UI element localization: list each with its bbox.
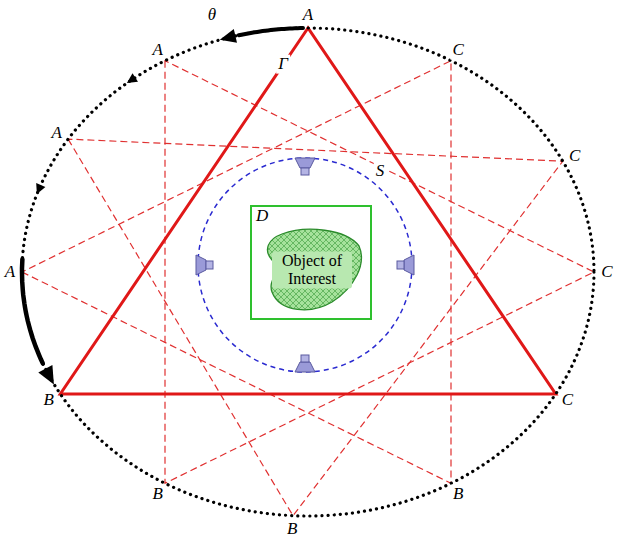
vertex-label: C	[567, 147, 582, 166]
vertex-label: S	[374, 162, 387, 181]
vertex-label: A	[50, 123, 64, 142]
speaker-group	[196, 158, 414, 372]
vertex-label: Γ	[276, 55, 290, 74]
object-blob	[267, 229, 361, 309]
vertex-label: C	[599, 263, 614, 282]
speaker-horn	[295, 362, 315, 372]
object-region: Object of Interest	[260, 228, 364, 312]
speaker-body	[301, 355, 309, 362]
speaker-horn	[196, 255, 206, 275]
speaker-symbol	[295, 355, 315, 372]
vertex-label: θ	[206, 6, 218, 25]
vertex-label: B	[285, 519, 299, 538]
outer-circle	[22, 28, 594, 516]
vertex-label: C	[560, 390, 575, 409]
rotated-triangle	[68, 139, 563, 516]
object-hatch	[267, 229, 361, 309]
speaker-body	[206, 261, 213, 269]
rotated-triangle	[22, 61, 451, 484]
rotation-arc	[22, 259, 43, 363]
speaker-symbol	[397, 255, 414, 275]
vertex-label: B	[451, 485, 465, 504]
speaker-body	[397, 261, 404, 269]
triangle-path	[60, 28, 555, 394]
speaker-body	[301, 168, 309, 175]
arrow-head	[36, 183, 45, 194]
domain-label: D	[256, 207, 268, 226]
scan-circle	[22, 28, 594, 516]
arrow-head	[220, 29, 237, 43]
arrow-head	[127, 73, 138, 83]
rotation-arc	[239, 28, 303, 35]
sensor-circle	[198, 158, 412, 372]
rotated-triangle	[165, 61, 594, 484]
speaker-horn	[295, 158, 315, 168]
object-label: Object of Interest	[272, 252, 352, 289]
domain-box: D Object of Interest	[250, 205, 372, 320]
rotation-arrows	[22, 28, 303, 385]
arrow-head	[38, 365, 54, 385]
vertex-label: A	[301, 6, 315, 25]
speaker-symbol	[295, 158, 315, 175]
vertex-label: C	[451, 41, 466, 60]
reference-triangle	[60, 28, 555, 394]
vertex-label: A	[151, 41, 165, 60]
speaker-symbol	[196, 255, 213, 275]
vertex-label: B	[41, 390, 55, 409]
vertex-label: B	[151, 485, 165, 504]
vertex-label: A	[3, 263, 17, 282]
speaker-horn	[404, 255, 414, 275]
